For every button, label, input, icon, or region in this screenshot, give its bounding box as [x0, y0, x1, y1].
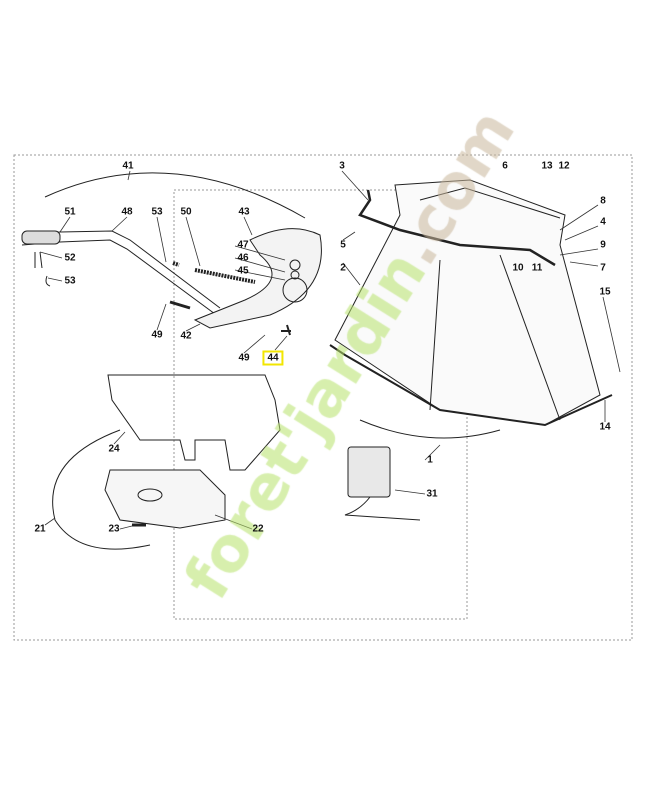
part-label-47[interactable]: 47 — [237, 239, 249, 251]
part-label-46[interactable]: 46 — [237, 252, 249, 264]
group-arc-1 — [359, 419, 501, 439]
part-label-48[interactable]: 48 — [121, 206, 133, 218]
part-label-9[interactable]: 9 — [600, 239, 606, 251]
part-label-53[interactable]: 53 — [151, 206, 163, 218]
part-label-1[interactable]: 1 — [427, 454, 433, 466]
lever-handle — [21, 230, 221, 315]
part-label-10[interactable]: 10 — [512, 262, 524, 274]
part-label-42[interactable]: 42 — [180, 330, 192, 342]
part-label-50[interactable]: 50 — [180, 206, 192, 218]
part-label-5[interactable]: 5 — [340, 239, 346, 251]
group-arc-41 — [44, 172, 306, 219]
part-label-31[interactable]: 31 — [426, 488, 438, 500]
part-label-3[interactable]: 3 — [339, 160, 345, 172]
part-label-8[interactable]: 8 — [600, 195, 606, 207]
counterweight — [104, 469, 226, 529]
part-label-53[interactable]: 53 — [64, 275, 76, 287]
part-label-22[interactable]: 22 — [252, 523, 264, 535]
grass-catcher — [329, 179, 613, 427]
part-label-6[interactable]: 6 — [502, 160, 508, 172]
part-label-49[interactable]: 49 — [238, 352, 250, 364]
part-label-21[interactable]: 21 — [34, 523, 46, 535]
part-label-51[interactable]: 51 — [64, 206, 76, 218]
part-label-45[interactable]: 45 — [237, 265, 249, 277]
part-label-7[interactable]: 7 — [600, 262, 606, 274]
pin — [169, 300, 191, 310]
part-label-13[interactable]: 13 — [541, 160, 553, 172]
part-label-14[interactable]: 14 — [599, 421, 611, 433]
battery-charger — [347, 446, 391, 498]
part-label-52[interactable]: 52 — [64, 252, 76, 264]
part-label-2[interactable]: 2 — [340, 262, 346, 274]
part-label-11[interactable]: 11 — [531, 262, 543, 274]
part-label-12[interactable]: 12 — [558, 160, 570, 172]
frame — [107, 374, 281, 471]
pedal-plate — [193, 228, 322, 336]
part-label-15[interactable]: 15 — [599, 286, 611, 298]
part-label-24[interactable]: 24 — [108, 443, 120, 455]
part-label-43[interactable]: 43 — [238, 206, 250, 218]
part-label-41[interactable]: 41 — [122, 160, 134, 172]
part-label-4[interactable]: 4 — [600, 216, 606, 228]
part-label-44-highlighted[interactable]: 44 — [262, 350, 284, 366]
part-label-49[interactable]: 49 — [151, 329, 163, 341]
part-label-23[interactable]: 23 — [108, 523, 120, 535]
charger-cable — [344, 496, 421, 521]
